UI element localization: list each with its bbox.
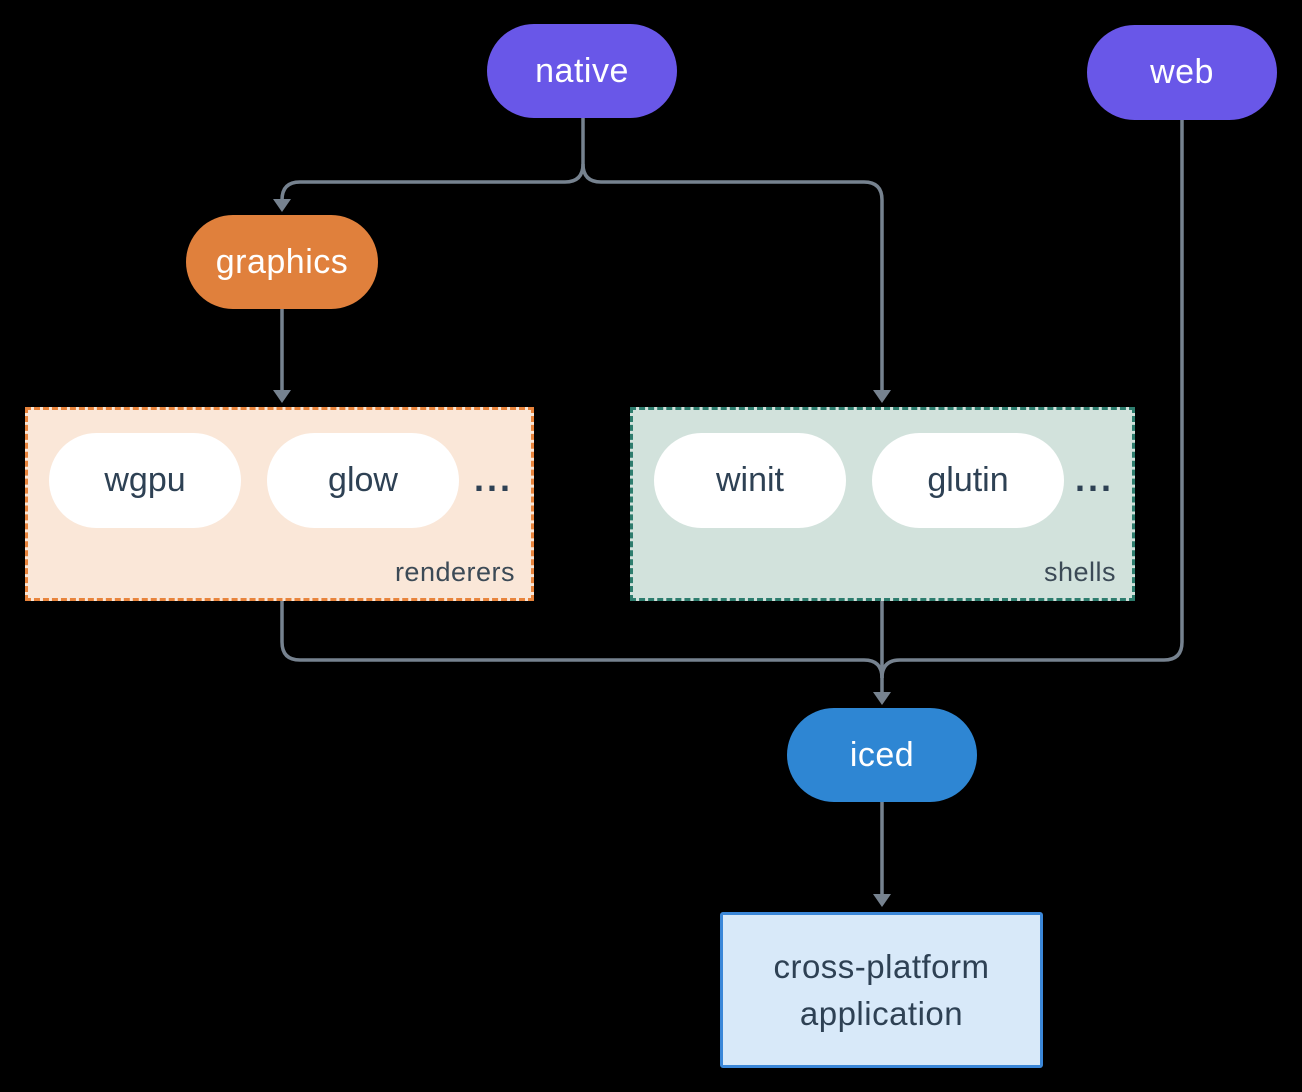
renderers-ellipsis: ... [473,458,513,499]
node-native-label: native [535,51,629,90]
connector-web-to-iced [880,120,1184,679]
connector-native-to-graphics [280,118,585,202]
arrowhead-into-iced-icon [873,692,891,705]
node-web: web [1087,25,1277,120]
connector-renderers-to-iced [280,601,884,679]
node-winit-label: winit [715,461,785,499]
group-shells: winit glutin ... shells [630,407,1135,601]
shells-group-label: shells [1043,557,1116,587]
node-glow-label: glow [328,461,398,499]
node-iced-label: iced [849,735,915,774]
node-glutin-label: glutin [927,461,1009,499]
arrowhead-into-renderers-icon [273,390,291,403]
connector-native-to-shells [581,163,884,391]
renderers-group-label: renderers [394,557,515,587]
node-web-label: web [1150,53,1214,91]
node-cross-platform-application: cross-platform application [720,912,1043,1068]
node-wgpu: wgpu [49,433,241,528]
application-label-line-2: application [799,995,964,1032]
node-iced: iced [787,708,977,802]
arrowhead-into-graphics-icon [273,199,291,212]
arrowhead-into-application-icon [873,894,891,907]
node-glow: glow [267,433,459,528]
node-graphics-label: graphics [215,242,349,281]
node-wgpu-label: wgpu [104,461,186,499]
node-glutin: glutin [872,433,1064,528]
node-native: native [487,24,677,118]
application-label-line-1: cross-platform [773,948,990,985]
node-graphics: graphics [186,215,378,309]
arrowhead-into-shells-icon [873,390,891,403]
group-renderers: wgpu glow ... renderers [25,407,534,601]
shells-ellipsis: ... [1074,458,1114,499]
node-winit: winit [654,433,846,528]
